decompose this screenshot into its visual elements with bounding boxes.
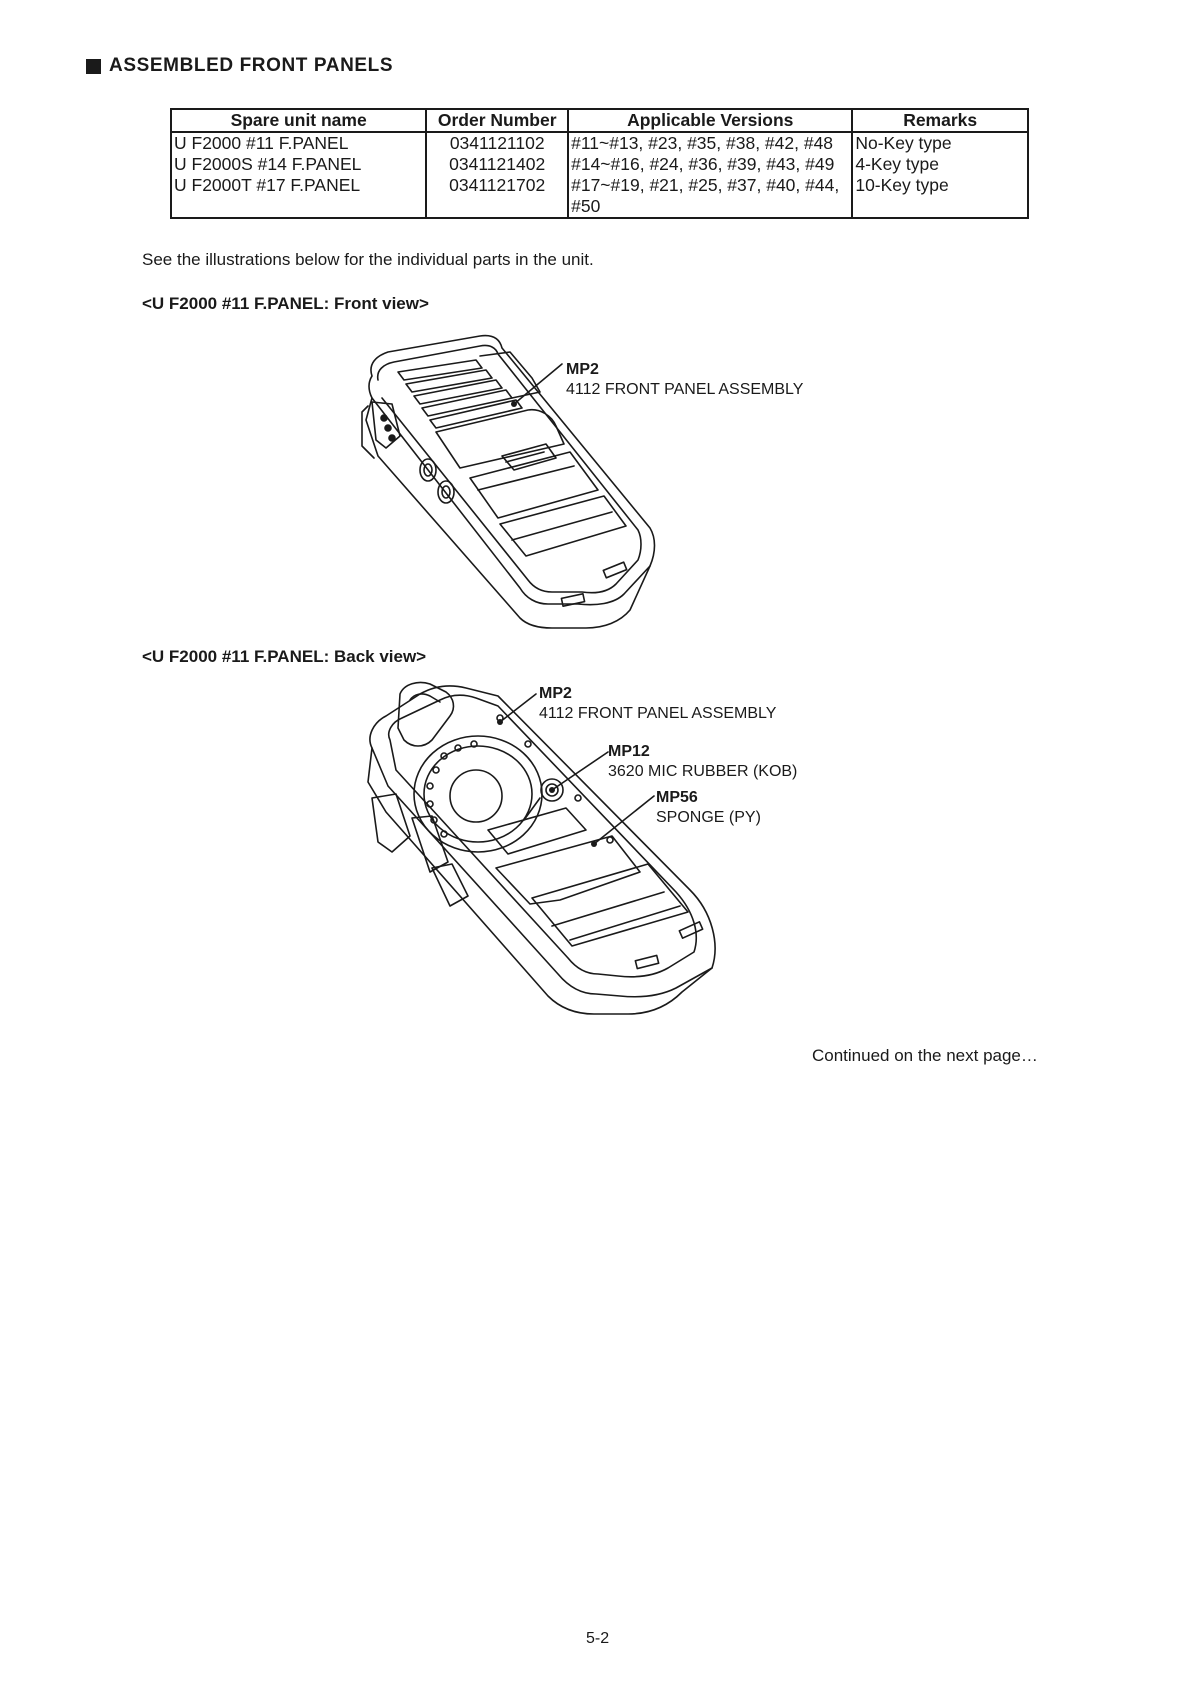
cell-remarks: 4-Key type [851,154,1029,175]
front-callout-mp2: MP2 4112 FRONT PANEL ASSEMBLY [566,360,803,400]
back-mp12-leader [551,751,609,791]
front-mp2-leader [513,363,563,405]
cell-versions: #17~#19, #21, #25, #37, #40, #44, #50 [567,175,854,219]
callout-code: MP56 [656,789,698,806]
continued-note: Continued on the next page… [812,1046,1038,1065]
cell-versions: #11~#13, #23, #35, #38, #42, #48 [567,131,854,154]
header-remarks: Remarks [851,108,1029,133]
callout-code: MP2 [566,361,599,378]
back-mp2-leader [499,693,537,723]
front-view-title: <U F2000 #11 F.PANEL: Front view> [142,294,429,313]
table-row: U F2000 #11 F.PANEL 0341121102 #11~#13, … [169,131,1029,154]
cell-remarks: 10-Key type [851,175,1029,219]
table-header-row: Spare unit name Order Number Applicable … [169,108,1029,133]
table-row: U F2000S #14 F.PANEL 0341121402 #14~#16,… [169,154,1029,175]
page-number: 5-2 [586,1630,610,1647]
back-callout-mp12: MP12 3620 MIC RUBBER (KOB) [608,742,797,782]
back-mp56-leader [593,795,655,845]
callout-description: SPONGE (PY) [656,809,761,826]
cell-order-number: 0341121702 [425,175,570,219]
section-heading: ASSEMBLED FRONT PANELS [86,55,393,77]
front-panel-illustration [361,334,656,629]
callout-code: MP2 [539,685,572,702]
cell-remarks: No-Key type [851,131,1029,154]
callout-description: 4112 FRONT PANEL ASSEMBLY [566,381,804,398]
callout-description: 3620 MIC RUBBER (KOB) [608,763,798,780]
spare-parts-table: Spare unit name Order Number Applicable … [169,108,1029,219]
back-callout-mp2: MP2 4112 FRONT PANEL ASSEMBLY [539,684,776,724]
section-heading-text: ASSEMBLED FRONT PANELS [109,55,394,76]
callout-description: 4112 FRONT PANEL ASSEMBLY [539,705,777,722]
cell-unit-name: U F2000S #14 F.PANEL [169,154,428,175]
back-panel-illustration [367,681,716,1015]
cell-unit-name: U F2000T #17 F.PANEL [169,175,428,219]
callout-code: MP12 [608,743,650,760]
back-view-title: <U F2000 #11 F.PANEL: Back view> [142,647,427,666]
square-bullet-icon [86,58,101,74]
cell-unit-name: U F2000 #11 F.PANEL [169,131,428,154]
intro-text: See the illustrations below for the indi… [142,250,594,269]
header-applicable-versions: Applicable Versions [567,108,854,133]
cell-order-number: 0341121102 [425,131,570,154]
header-spare-unit-name: Spare unit name [169,108,428,133]
cell-versions: #14~#16, #24, #36, #39, #43, #49 [567,154,854,175]
header-order-number: Order Number [425,108,570,133]
cell-order-number: 0341121402 [425,154,570,175]
back-callout-mp56: MP56 SPONGE (PY) [656,788,761,828]
table-row: U F2000T #17 F.PANEL 0341121702 #17~#19,… [169,175,1029,219]
